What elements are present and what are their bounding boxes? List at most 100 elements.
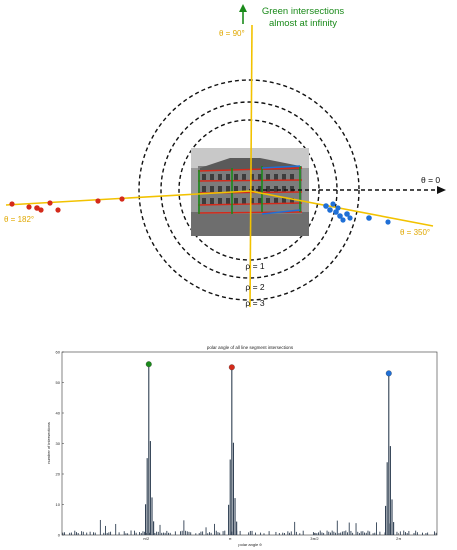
histogram-bar <box>183 520 185 535</box>
histogram-bar <box>365 532 367 535</box>
histogram-bar <box>314 532 316 535</box>
histogram-bar <box>76 532 77 535</box>
histogram-bar <box>106 532 108 535</box>
histogram-bar <box>115 523 117 535</box>
x-tick-label: 3π/2 <box>310 536 319 541</box>
histogram-bar <box>369 531 371 535</box>
histogram-bar <box>263 533 265 535</box>
histogram-bar <box>333 531 335 535</box>
green-caption-line2: almost at infinity <box>269 18 337 29</box>
histogram-bar <box>413 532 415 535</box>
histogram-bar <box>393 533 394 535</box>
histogram-bar <box>347 532 348 535</box>
histogram-bar <box>110 531 112 535</box>
histogram-bar <box>64 532 66 535</box>
histogram-bar <box>372 533 374 535</box>
histogram-bar <box>82 531 84 535</box>
peak-bar <box>236 521 238 535</box>
plot-area <box>61 351 438 536</box>
y-axis-label: number of intersections <box>46 422 51 464</box>
histogram-bar <box>69 532 71 535</box>
histogram-bars <box>62 364 437 535</box>
peak-bar <box>234 498 236 535</box>
histogram-bar <box>123 531 125 535</box>
histogram-bar <box>335 532 337 535</box>
histogram-bar <box>350 530 352 535</box>
histogram-bar <box>185 530 187 535</box>
histogram-bar <box>295 531 297 535</box>
histogram-bar <box>224 530 226 535</box>
histogram-bar <box>232 531 234 535</box>
y-tick-label: 10 <box>56 502 61 507</box>
x-axis-label: polar angle θ <box>238 542 262 547</box>
histogram-bar <box>125 533 127 535</box>
histogram-bar <box>278 533 280 535</box>
theta-0-arrowhead <box>437 186 446 194</box>
theta-90-label: θ = 90° <box>219 29 245 38</box>
histogram-bar <box>319 530 321 535</box>
histogram-bar <box>205 527 207 535</box>
peak-bar <box>385 505 387 535</box>
histogram-bar <box>384 532 386 535</box>
histogram-bar <box>207 533 209 535</box>
theta-182-line <box>5 190 251 206</box>
histogram-bar <box>130 530 132 535</box>
histogram-bar <box>348 522 350 535</box>
histogram-bar <box>416 532 418 535</box>
peak-marker <box>145 361 152 368</box>
histogram-bar <box>86 532 88 535</box>
histogram-bar <box>215 530 217 535</box>
histogram-bar <box>94 532 96 535</box>
histogram-bar <box>362 531 364 535</box>
histogram-bar <box>140 533 142 535</box>
histogram-bar <box>341 531 343 535</box>
histogram-bar <box>328 531 330 535</box>
histogram-bar <box>312 532 314 535</box>
histogram-bar <box>290 531 292 535</box>
rho-3-circle <box>138 79 360 301</box>
histogram-bar <box>367 530 369 535</box>
histogram-bar <box>275 531 277 535</box>
histogram-bar <box>326 530 328 535</box>
histogram-bar <box>108 532 110 535</box>
x-tick-label: 2π <box>396 536 401 541</box>
histogram-bar <box>249 530 251 535</box>
x-tick-label: π <box>229 536 232 541</box>
peak-bar <box>146 458 148 535</box>
y-tick-label: 60 <box>56 350 61 355</box>
histogram-bar <box>287 531 289 535</box>
histogram-bar <box>321 532 323 535</box>
histogram-bar <box>323 532 325 535</box>
histogram-bar <box>62 532 64 535</box>
theta-350-line <box>249 190 434 227</box>
histogram-bar <box>217 532 219 535</box>
rho-1-label: ρ = 1 <box>245 261 265 271</box>
histogram-bar <box>236 530 238 535</box>
y-tick-label: 0 <box>58 533 61 538</box>
rho-2-label: ρ = 2 <box>245 282 265 292</box>
histogram-bar <box>154 532 156 535</box>
histogram-bar <box>219 532 221 535</box>
histogram-bar <box>208 532 210 535</box>
histogram-bar <box>133 530 135 535</box>
histogram-bar <box>195 533 197 535</box>
histogram-bar <box>99 519 101 535</box>
histogram-bar <box>168 532 169 535</box>
histogram-bar <box>127 533 129 535</box>
histogram-bar <box>360 531 362 535</box>
histogram-bar <box>396 531 398 535</box>
peak-marker <box>228 364 235 371</box>
peak-markers <box>145 361 392 377</box>
x-tick-label: π/2 <box>143 536 150 541</box>
histogram-bar <box>118 532 120 535</box>
histogram-bar <box>330 532 331 535</box>
histogram-bar <box>352 532 354 535</box>
histogram-bar <box>174 531 176 535</box>
histogram-bar <box>156 531 158 535</box>
histogram-bar <box>161 532 163 535</box>
blue-intersections <box>323 201 391 225</box>
histogram-bar <box>210 532 212 535</box>
histogram-bar <box>299 533 301 535</box>
histogram-bar <box>374 532 376 535</box>
